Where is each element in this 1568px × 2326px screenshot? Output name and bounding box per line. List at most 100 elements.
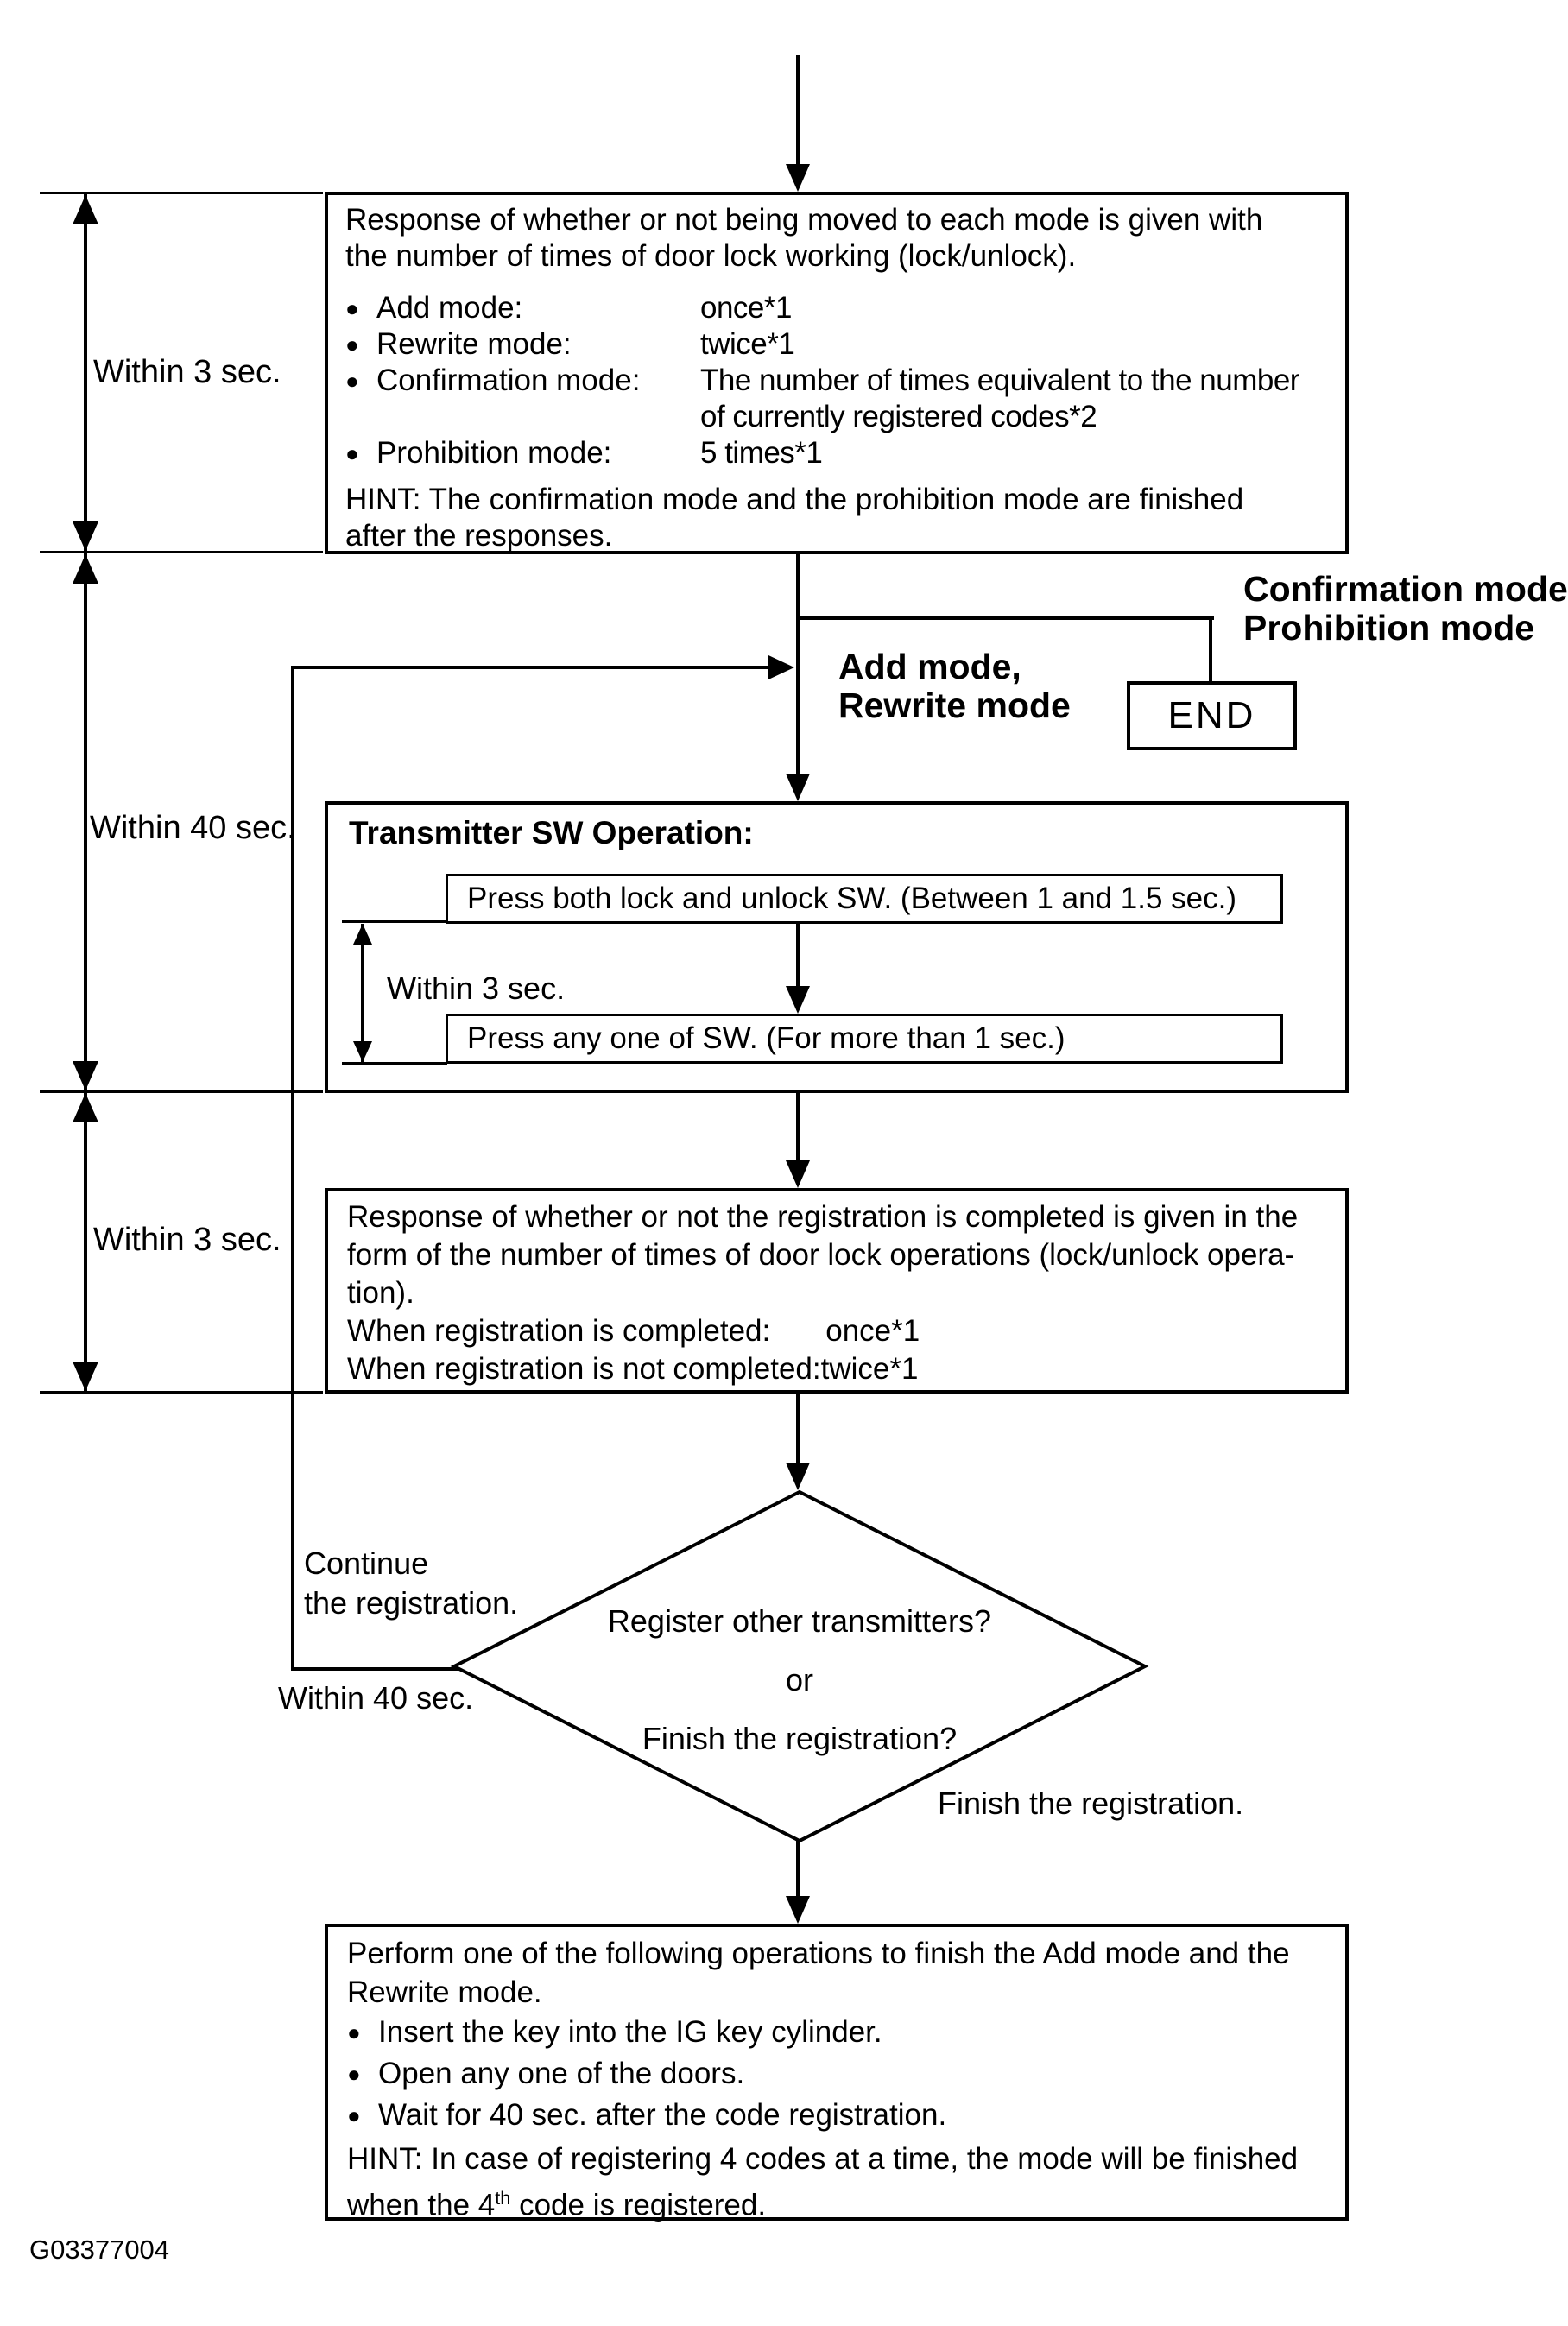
registration-response-line3: tion). [347, 1276, 414, 1310]
registration-not-completed-row: When registration is not completed:twice… [347, 1350, 1326, 1388]
inner-within-3-sec-label: Within 3 sec. [387, 970, 566, 1006]
branch-label-line2: Prohibition mode [1243, 608, 1535, 648]
finish-bullet-text: Insert the key into the IG key cylinder. [378, 2015, 882, 2049]
spacer [345, 275, 1328, 290]
timing-tick-4 [40, 1391, 323, 1394]
finish-bullet-text: Wait for 40 sec. after the code registra… [378, 2098, 947, 2132]
end-terminator: END [1127, 681, 1297, 750]
dim-arrowhead-down-icon [73, 1362, 98, 1391]
bullet-icon: ● [345, 368, 359, 394]
transmitter-sw-operation-title: Transmitter SW Operation: [349, 815, 754, 850]
timing-dimension-line [84, 194, 87, 1392]
mode-row-value: once*1 [700, 291, 792, 325]
main-flow-line [796, 554, 800, 775]
figure-id: G03377004 [29, 2234, 170, 2265]
branch-label-line1: Add mode, [838, 647, 1021, 686]
bullet-icon: ● [347, 2061, 361, 2087]
inner-dim-tick-bottom [342, 1062, 447, 1065]
decision-question-line2: or [785, 1662, 813, 1697]
loop-return-line-top [291, 666, 768, 669]
flow-line [796, 1093, 800, 1162]
mode-row-label: Add mode: [376, 291, 523, 325]
bullet-icon: ● [347, 2102, 361, 2128]
continue-registration-label: Continue the registration. [304, 1544, 518, 1623]
finish-hint-line2-suffix: code is registered. [510, 2188, 767, 2222]
finish-mode-line2: Rewrite mode. [347, 1975, 542, 2009]
continue-label-line1: Continue [304, 1545, 429, 1581]
loop-return-line-vertical [291, 666, 294, 1671]
mode-response-hint-line1: HINT: The confirmation mode and the proh… [345, 483, 1244, 516]
registration-completed-row: When registration is completed: once*1 [347, 1312, 1326, 1350]
registration-completed-value: once*1 [825, 1314, 920, 1348]
inner-dim-arrowhead-up-icon [353, 924, 372, 945]
inner-dimension-line [361, 924, 364, 1062]
registration-response-box: Response of whether or not the registrat… [325, 1188, 1349, 1394]
finish-hint-line2: when the 4th code is registered. [347, 2178, 1326, 2225]
press-any-sw-step-label: Press any one of SW. (For more than 1 se… [467, 1021, 1065, 1055]
inner-flow-line [796, 924, 800, 988]
mode-row-confirmation: ● Confirmation mode: The number of times… [345, 363, 1328, 435]
finish-hint-ordinal-sup: th [495, 2187, 511, 2209]
registration-response-line1: Response of whether or not the registrat… [347, 1200, 1299, 1234]
bullet-icon: ● [345, 440, 359, 466]
finish-hint-line1: HINT: In case of registering 4 codes at … [347, 2142, 1299, 2176]
branch-label-line2: Rewrite mode [838, 686, 1071, 725]
decision-diamond [450, 1489, 1149, 1843]
branch-label-line1: Confirmation mode [1243, 569, 1568, 609]
flow-arrowhead-icon [786, 1896, 810, 1924]
timing-label-within-3-sec: Within 3 sec. [93, 354, 281, 390]
timing-tick-1 [40, 192, 323, 194]
confirmation-prohibition-branch-label: Confirmation mode Prohibition mode [1243, 570, 1568, 648]
flow-line [796, 1841, 800, 1898]
flow-arrowhead-icon [786, 1160, 810, 1188]
finish-mode-line1: Perform one of the following operations … [347, 1937, 1290, 1970]
decision-question-line1: Register other transmitters? [607, 1603, 992, 1639]
bullet-icon: ● [347, 2019, 361, 2045]
spacer [345, 471, 1328, 482]
press-both-sw-step-box: Press both lock and unlock SW. (Between … [446, 874, 1283, 924]
bullet-icon: ● [345, 295, 359, 321]
finish-mode-box: Perform one of the following operations … [325, 1924, 1349, 2222]
mode-row-label: Prohibition mode: [376, 436, 612, 470]
registration-not-completed-value: twice*1 [820, 1352, 919, 1386]
entry-arrowhead-icon [786, 164, 810, 192]
add-rewrite-branch-label: Add mode, Rewrite mode [838, 648, 1071, 725]
registration-completed-label: When registration is completed: [347, 1314, 771, 1348]
flow-arrowhead-icon [786, 1463, 810, 1490]
finish-bullet-text: Open any one of the doors. [378, 2057, 745, 2090]
timing-label-within-3-sec-2: Within 3 sec. [93, 1222, 281, 1258]
flow-line [796, 1394, 800, 1464]
finish-hint-line2-prefix: when the 4 [347, 2188, 496, 2222]
mode-row-value: twice*1 [700, 327, 795, 361]
mode-row-label: Rewrite mode: [376, 327, 572, 361]
decision-question-line3: Finish the registration? [642, 1721, 958, 1756]
dim-arrowhead-up-icon [73, 195, 98, 224]
mode-response-box: Response of whether or not being moved t… [325, 192, 1349, 554]
mode-row-rewrite: ● Rewrite mode: twice*1 [345, 326, 1328, 363]
mode-response-intro-line1: Response of whether or not being moved t… [345, 203, 1263, 237]
mode-row-value: 5 times*1 [700, 436, 823, 470]
timing-tick-2 [40, 551, 323, 553]
mode-row-add: ● Add mode: once*1 [345, 290, 1328, 326]
finish-bullet-row-key: ● Insert the key into the IG key cylinde… [347, 2012, 1326, 2053]
decision-text: Register other transmitters? or Finish t… [541, 1592, 1059, 1768]
dim-arrowhead-up-icon [73, 1093, 98, 1122]
entry-flow-line [796, 55, 800, 166]
inner-dim-tick-top [342, 920, 447, 923]
mode-row-prohibition: ● Prohibition mode: 5 times*1 [345, 435, 1328, 471]
mode-row-label: Confirmation mode: [376, 363, 641, 397]
flow-arrowhead-icon [786, 774, 810, 801]
mode-row-value: The number of times equivalent to the nu… [700, 363, 1299, 433]
registration-not-completed-label: When registration is not completed: [347, 1352, 821, 1386]
dim-arrowhead-down-icon [73, 1061, 98, 1090]
within-40-sec-loop-label: Within 40 sec. [278, 1680, 474, 1716]
continue-label-line2: the registration. [304, 1585, 519, 1621]
branch-line-vertical [1209, 616, 1212, 683]
mode-response-hint-line2: after the responses. [345, 519, 613, 553]
loop-return-line-bottom [291, 1667, 461, 1671]
dim-arrowhead-down-icon [73, 521, 98, 551]
inner-dim-arrowhead-down-icon [353, 1041, 372, 1062]
dim-arrowhead-up-icon [73, 554, 98, 584]
press-both-sw-step-label: Press both lock and unlock SW. (Between … [467, 882, 1237, 915]
